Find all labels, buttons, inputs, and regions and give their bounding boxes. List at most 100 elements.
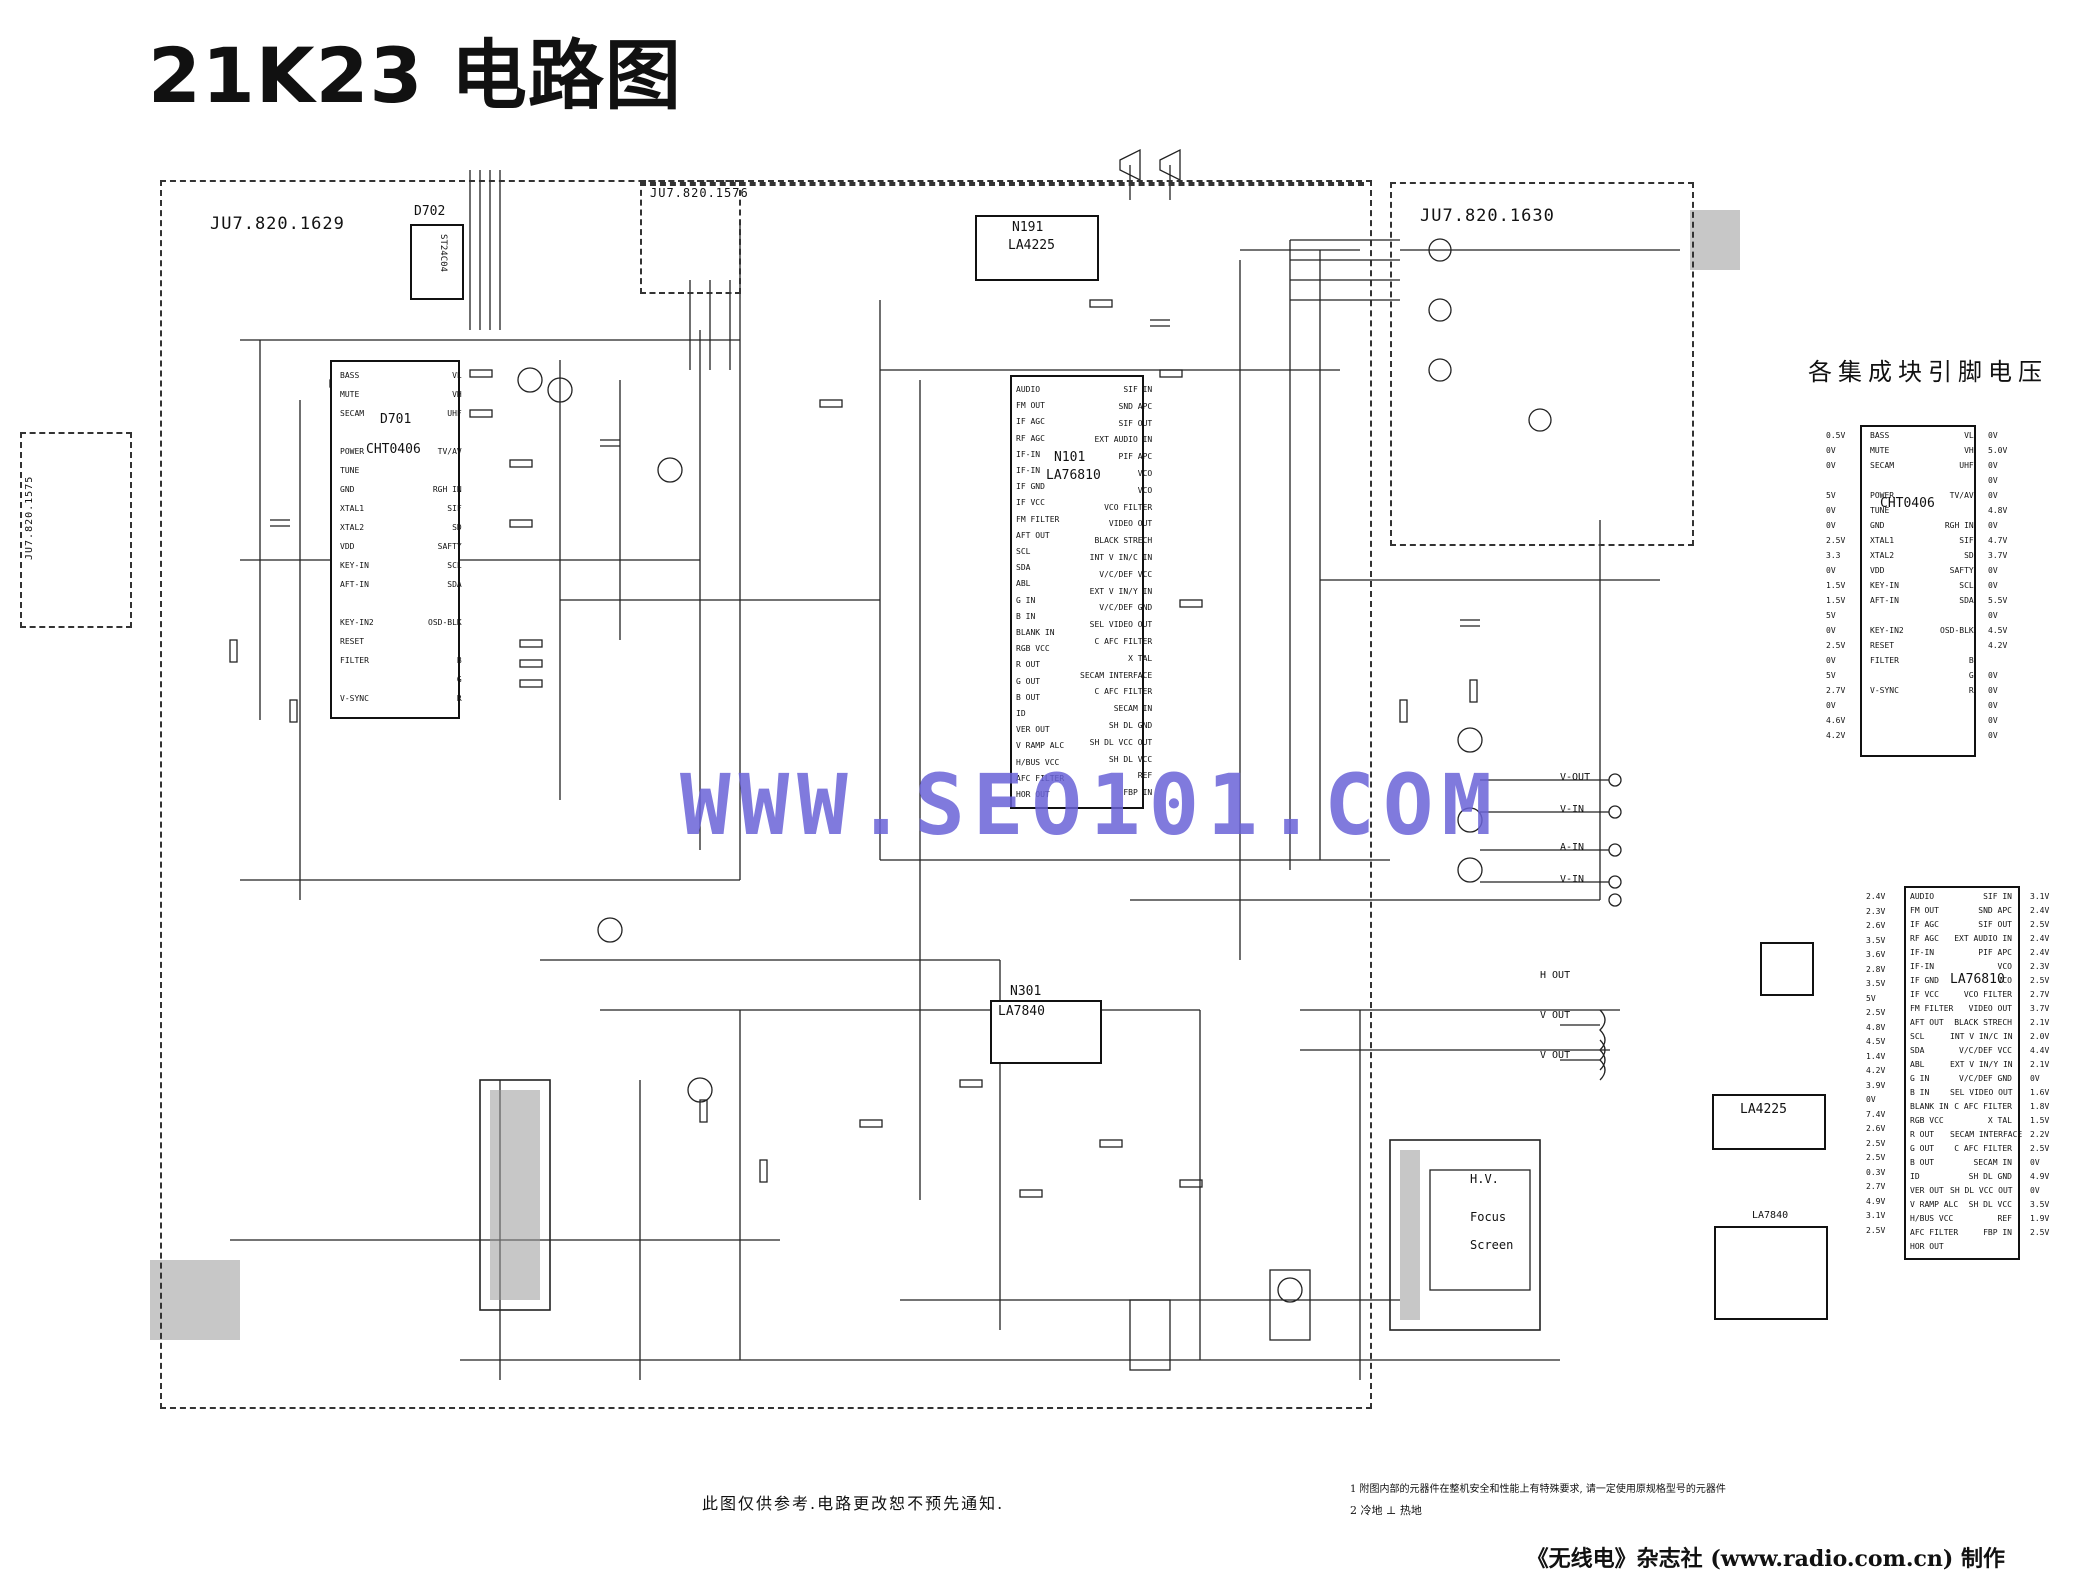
la-right-volt-10: 2.1V bbox=[2030, 1018, 2050, 1027]
volt-la7840-chip bbox=[1714, 1226, 1828, 1320]
la-left-name-6: IF-IN bbox=[1910, 962, 1935, 971]
av-v-in-2: V-IN bbox=[1560, 874, 1585, 885]
la-left-volt-19: 2.5V bbox=[1866, 1153, 1886, 1162]
cht-left-name-1: BASS bbox=[1870, 431, 1890, 440]
la-left-name-12: SDA bbox=[1910, 1046, 1925, 1055]
crt-focus: Focus bbox=[1470, 1210, 1507, 1224]
n101-left-pin-14: G IN bbox=[1016, 595, 1036, 605]
la-right-volt-15: 1.6V bbox=[2030, 1088, 2050, 1097]
la-left-name-15: B IN bbox=[1910, 1088, 1930, 1097]
volt-la4225-chip bbox=[1712, 1094, 1826, 1150]
la-left-volt-10: 4.8V bbox=[1866, 1022, 1886, 1032]
la-left-volt-20: 0.3V bbox=[1866, 1167, 1886, 1177]
n101-left-pin-6: IF-IN bbox=[1016, 466, 1041, 476]
la-right-name-18: SECAM INTERFACE bbox=[1950, 1130, 2023, 1139]
h-out-label: H OUT bbox=[1540, 970, 1571, 981]
la-left-name-9: FM FILTER bbox=[1910, 1004, 1954, 1013]
cht-right-volt-18: 0V bbox=[1988, 686, 1998, 695]
d701-right-pin-18: R bbox=[456, 694, 462, 703]
n101-right-pin-13: EXT V IN/Y IN bbox=[1089, 586, 1153, 596]
cht-left-name-18: V-SYNC bbox=[1870, 686, 1899, 695]
d701-left-pin-15: RESET bbox=[340, 637, 365, 646]
d701-right-pin-10: SAFTY bbox=[437, 542, 462, 551]
la-left-name-4: RF AGC bbox=[1910, 934, 1939, 943]
cht-left-name-4 bbox=[1870, 473, 1904, 488]
cht-right-volt-13: 0V bbox=[1988, 611, 1998, 620]
n101-left-pin-9: FM FILTER bbox=[1016, 514, 1060, 524]
cht-left-volt-7: 0V bbox=[1826, 521, 1836, 530]
la-left-volt-14: 3.9V bbox=[1866, 1080, 1886, 1090]
diagram-title: 21K23 电路图 bbox=[148, 31, 682, 120]
n101-left-pin-16: BLANK IN bbox=[1016, 628, 1055, 638]
cht-left-volt-6: 0V bbox=[1826, 506, 1836, 515]
cht-left-volt-3: 0V bbox=[1826, 461, 1836, 470]
d701-right-pin-13 bbox=[428, 594, 462, 613]
la-right-name-24: REF bbox=[1997, 1214, 2012, 1223]
la-left-name-26: HOR OUT bbox=[1910, 1242, 1944, 1251]
cht-left-volt-18: 2.7V bbox=[1826, 686, 1846, 695]
cht-right-volt-11: 0V bbox=[1988, 581, 1998, 590]
la-right-volt-7: 2.5V bbox=[2030, 976, 2050, 985]
n101-ref: N101 bbox=[1054, 450, 1086, 465]
la-right-name-12: V/C/DEF VCC bbox=[1959, 1046, 2012, 1055]
la-right-volt-25: 2.5V bbox=[2030, 1228, 2050, 1237]
d701-right-pin-5: TV/AV bbox=[437, 447, 462, 456]
d701-right-pin-16: B bbox=[456, 656, 462, 665]
cht-right-volt-8: 4.7V bbox=[1988, 536, 2008, 545]
la-left-name-22: VER OUT bbox=[1910, 1186, 1944, 1195]
cht-left-name-2: MUTE bbox=[1870, 446, 1890, 455]
la-left-name-23: V RAMP ALC bbox=[1910, 1200, 1959, 1209]
d701-left-pin-11: KEY-IN bbox=[340, 561, 369, 570]
la-left-volt-22: 4.9V bbox=[1866, 1196, 1886, 1206]
n191-part: LA4225 bbox=[1008, 238, 1055, 253]
la-right-volt-19: 2.5V bbox=[2030, 1144, 2050, 1153]
la-right-volt-6: 2.3V bbox=[2030, 962, 2050, 971]
la-right-name-25: FBP IN bbox=[1983, 1228, 2012, 1237]
la-right-volt-14: 0V bbox=[2030, 1074, 2040, 1083]
v-out-label-1: V OUT bbox=[1540, 1010, 1571, 1021]
n101-right-pin-23: SH DL VCC bbox=[1108, 754, 1153, 764]
cht-right-name-16: B bbox=[1968, 656, 1974, 665]
la-left-name-14: G IN bbox=[1910, 1074, 1930, 1083]
main-board-outline bbox=[160, 180, 1372, 1409]
d701-left-pin-4 bbox=[340, 423, 374, 442]
la-right-name-4: EXT AUDIO IN bbox=[1954, 934, 2012, 943]
d701-right-pin-7: RGH IN bbox=[432, 485, 462, 494]
cht-left-volt-13: 5V bbox=[1826, 611, 1836, 620]
voltage-table-title: 各集成块引脚电压 bbox=[1808, 358, 2048, 386]
la-right-name-17: X TAL bbox=[1987, 1116, 2012, 1125]
n101-left-pin-1: AUDIO bbox=[1016, 385, 1041, 394]
cht-left-name-9: XTAL2 bbox=[1870, 551, 1895, 560]
la-right-volt-3: 2.5V bbox=[2030, 920, 2050, 929]
cht-left-name-16: FILTER bbox=[1870, 656, 1899, 665]
cht-left-name-14: KEY-IN2 bbox=[1870, 626, 1904, 635]
cht-right-name-10: SAFTY bbox=[1949, 566, 1974, 575]
n101-left-pin-13: ABL bbox=[1016, 579, 1031, 589]
n101-right-pin-18: SECAM INTERFACE bbox=[1080, 670, 1153, 680]
n101-left-pin-17: RGB VCC bbox=[1016, 644, 1050, 654]
la-right-name-2: SND APC bbox=[1978, 906, 2012, 915]
cht-right-volt-9: 3.7V bbox=[1988, 551, 2008, 560]
n191-ref: N191 bbox=[1012, 220, 1044, 235]
cht-right-name-12: SDA bbox=[1959, 596, 1974, 605]
la-left-volt-8: 5V bbox=[1866, 993, 1876, 1003]
la-left-volt-1: 2.4V bbox=[1866, 892, 1886, 901]
n101-left-pin-8: IF VCC bbox=[1016, 498, 1045, 508]
d701-right-pin-11: SCL bbox=[447, 561, 462, 570]
la-right-volt-22: 0V bbox=[2030, 1186, 2040, 1195]
cht-left-volt-15: 2.5V bbox=[1826, 641, 1846, 650]
cht-left-name-6: TUNE bbox=[1870, 506, 1890, 515]
la-right-volt-21: 4.9V bbox=[2030, 1172, 2050, 1181]
cht-left-name-15: RESET bbox=[1870, 641, 1895, 650]
cht-right-name-18: R bbox=[1968, 686, 1974, 695]
cht-left-volt-20: 4.6V bbox=[1826, 716, 1846, 725]
n101-left-pin-19: G OUT bbox=[1016, 676, 1041, 686]
n101-right-pin-7: VCO bbox=[1137, 485, 1153, 495]
cht-left-volt-5: 5V bbox=[1826, 491, 1836, 500]
d701-left-pin-16: FILTER bbox=[340, 656, 369, 665]
cht-right-name-11: SCL bbox=[1959, 581, 1974, 590]
cht-right-volt-4: 0V bbox=[1988, 476, 1998, 485]
n301-part: LA7840 bbox=[998, 1004, 1045, 1019]
